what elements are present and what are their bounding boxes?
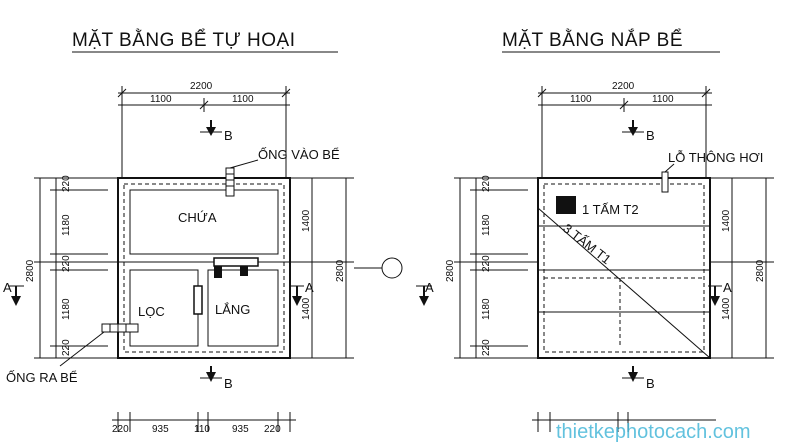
svg-text:935: 935 bbox=[232, 424, 249, 435]
left-dim-half-right: 1100 bbox=[232, 94, 254, 105]
right-dim-total: 2200 bbox=[612, 81, 635, 92]
left-dim-right-outer: 2800 bbox=[335, 259, 346, 282]
right-dim-outer: 2800 bbox=[445, 259, 456, 282]
watermark: thietkephotocach.com bbox=[556, 421, 751, 443]
right-plan: MẶT BẰNG NẮP BỂ 2200 1100 1100 B 1 TẤM T… bbox=[416, 29, 774, 432]
svg-text:1180: 1180 bbox=[481, 214, 492, 236]
right-section-b-bottom: B bbox=[646, 376, 655, 391]
right-section-b-top: B bbox=[646, 128, 655, 143]
left-section-b-bottom: B bbox=[224, 376, 233, 391]
left-tank-outer-wall bbox=[117, 177, 291, 359]
svg-text:220: 220 bbox=[264, 424, 281, 435]
left-dim-half-left: 1100 bbox=[150, 94, 172, 105]
right-plan-title: MẶT BẰNG NẮP BỂ bbox=[502, 29, 683, 51]
svg-text:220: 220 bbox=[481, 175, 492, 192]
right-slab-t1-label: 3 TẤM T1 bbox=[560, 221, 614, 268]
right-slab-outline bbox=[537, 177, 711, 359]
svg-text:1400: 1400 bbox=[301, 209, 312, 232]
svg-text:1400: 1400 bbox=[721, 297, 732, 320]
svg-text:220: 220 bbox=[112, 424, 129, 435]
left-inlet-label: ỐNG VÀO BỂ bbox=[258, 147, 340, 162]
right-section-a-right: A bbox=[723, 280, 732, 295]
right-section-a-left: A bbox=[425, 280, 434, 295]
svg-text:1180: 1180 bbox=[61, 298, 72, 320]
left-dim-total: 2200 bbox=[190, 81, 213, 92]
grid-bubble bbox=[381, 257, 403, 279]
left-room-lang: LẮNG bbox=[215, 302, 250, 317]
left-section-a-right: A bbox=[305, 280, 314, 295]
slab-diagonal bbox=[537, 207, 711, 359]
svg-text:1400: 1400 bbox=[721, 209, 732, 232]
left-section-b-top: B bbox=[224, 128, 233, 143]
svg-text:935: 935 bbox=[152, 424, 169, 435]
svg-text:220: 220 bbox=[61, 339, 72, 356]
right-vent-label: LỖ THÔNG HƠI bbox=[668, 150, 763, 165]
left-outlet-label: ỐNG RA BỂ bbox=[6, 370, 78, 385]
left-room-loc: LỌC bbox=[138, 304, 165, 319]
left-plan-title: MẶT BẰNG BỂ TỰ HOẠI bbox=[72, 29, 296, 51]
svg-text:220: 220 bbox=[481, 255, 492, 272]
left-plan: MẶT BẰNG BỂ TỰ HOẠI 2200 1100 1100 B bbox=[3, 29, 354, 435]
svg-text:1180: 1180 bbox=[481, 298, 492, 320]
left-room-chua: CHỨA bbox=[178, 210, 217, 225]
svg-text:220: 220 bbox=[481, 339, 492, 356]
svg-text:110: 110 bbox=[194, 424, 210, 435]
svg-text:220: 220 bbox=[61, 255, 72, 272]
left-section-a-left: A bbox=[3, 280, 12, 295]
svg-text:1180: 1180 bbox=[61, 214, 72, 236]
right-dim-half-right: 1100 bbox=[652, 94, 674, 105]
svg-text:1400: 1400 bbox=[301, 297, 312, 320]
right-dim-right-outer: 2800 bbox=[755, 259, 766, 282]
right-slab-t2-label: 1 TẤM T2 bbox=[582, 202, 639, 217]
slab-t2-marker bbox=[556, 196, 576, 214]
left-dim-outer: 2800 bbox=[25, 259, 36, 282]
right-dim-half-left: 1100 bbox=[570, 94, 592, 105]
svg-text:220: 220 bbox=[61, 175, 72, 192]
